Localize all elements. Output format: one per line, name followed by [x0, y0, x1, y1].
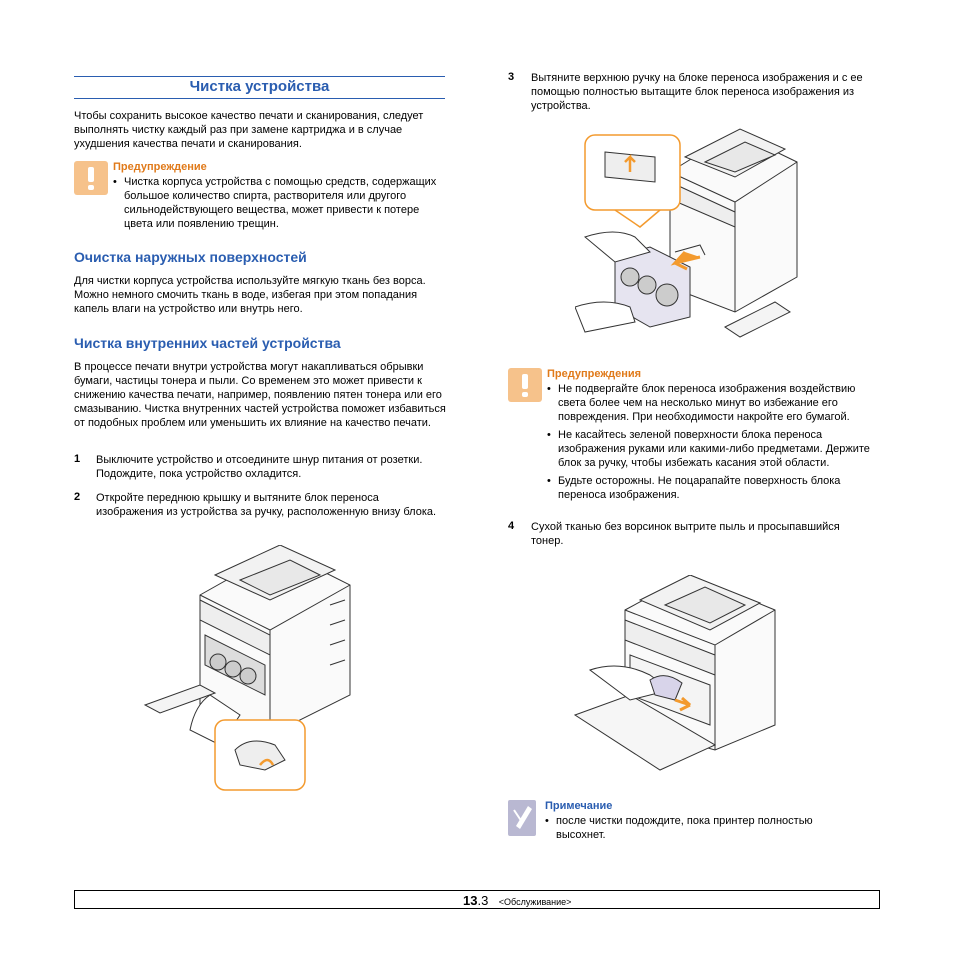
page-title: Чистка устройства: [189, 78, 330, 95]
section-exterior-text: Для чистки корпуса устройства используйт…: [74, 275, 426, 315]
page-number-major: 13: [463, 893, 478, 908]
step-4-text: Сухой тканью без ворсинок вытрите пыль и…: [531, 521, 840, 547]
title-rule-top: [74, 76, 445, 77]
warning-label: Предупреждение: [113, 161, 207, 173]
page-footer: 13.3 <Обслуживание>: [74, 890, 880, 909]
page-number: 13.3 <Обслуживание>: [463, 892, 571, 910]
warnings-icon: [508, 368, 542, 402]
warning-item: Чистка корпуса устройства с помощью сред…: [113, 175, 443, 231]
warnings-item: Не касайтесь зеленой поверхности блока п…: [547, 428, 882, 470]
warnings-item: Будьте осторожны. Не поцарапайте поверхн…: [547, 474, 882, 502]
section-interior-title: Чистка внутренних частей устройства: [74, 335, 341, 351]
page-number-minor: .3: [477, 893, 489, 908]
note-item: после чистки подождите, пока принтер пол…: [545, 814, 845, 842]
step-4-number: 4: [508, 520, 515, 532]
note-list: после чистки подождите, пока принтер пол…: [545, 814, 845, 842]
step-2-text: Откройте переднюю крышку и вытяните блок…: [96, 492, 437, 518]
note-icon: [508, 800, 536, 836]
warning-list: Чистка корпуса устройства с помощью сред…: [113, 175, 443, 231]
printer-illustration-step3: [575, 128, 798, 338]
warnings-list: Не подвергайте блок переноса изображения…: [547, 382, 882, 502]
step-2-number: 2: [74, 491, 81, 503]
step-1-text: Выключите устройство и отсоедините шнур …: [96, 454, 423, 480]
footer-section: <Обслуживание>: [498, 897, 572, 907]
title-rule-bottom: [74, 98, 445, 99]
note-label: Примечание: [545, 800, 613, 812]
intro-paragraph: Чтобы сохранить высокое качество печати …: [74, 110, 424, 150]
printer-illustration-step4: [573, 575, 776, 771]
section-interior-text: В процессе печати внутри устройства могу…: [74, 361, 446, 429]
step-3-text: Вытяните верхнюю ручку на блоке переноса…: [531, 72, 863, 112]
step-1-number: 1: [74, 453, 81, 465]
printer-illustration-step2: [143, 545, 351, 791]
warning-icon: [74, 161, 108, 195]
warnings-item: Не подвергайте блок переноса изображения…: [547, 382, 882, 424]
section-exterior-title: Очистка наружных поверхностей: [74, 249, 307, 265]
step-3-number: 3: [508, 71, 515, 83]
warnings-label: Предупреждения: [547, 368, 642, 380]
